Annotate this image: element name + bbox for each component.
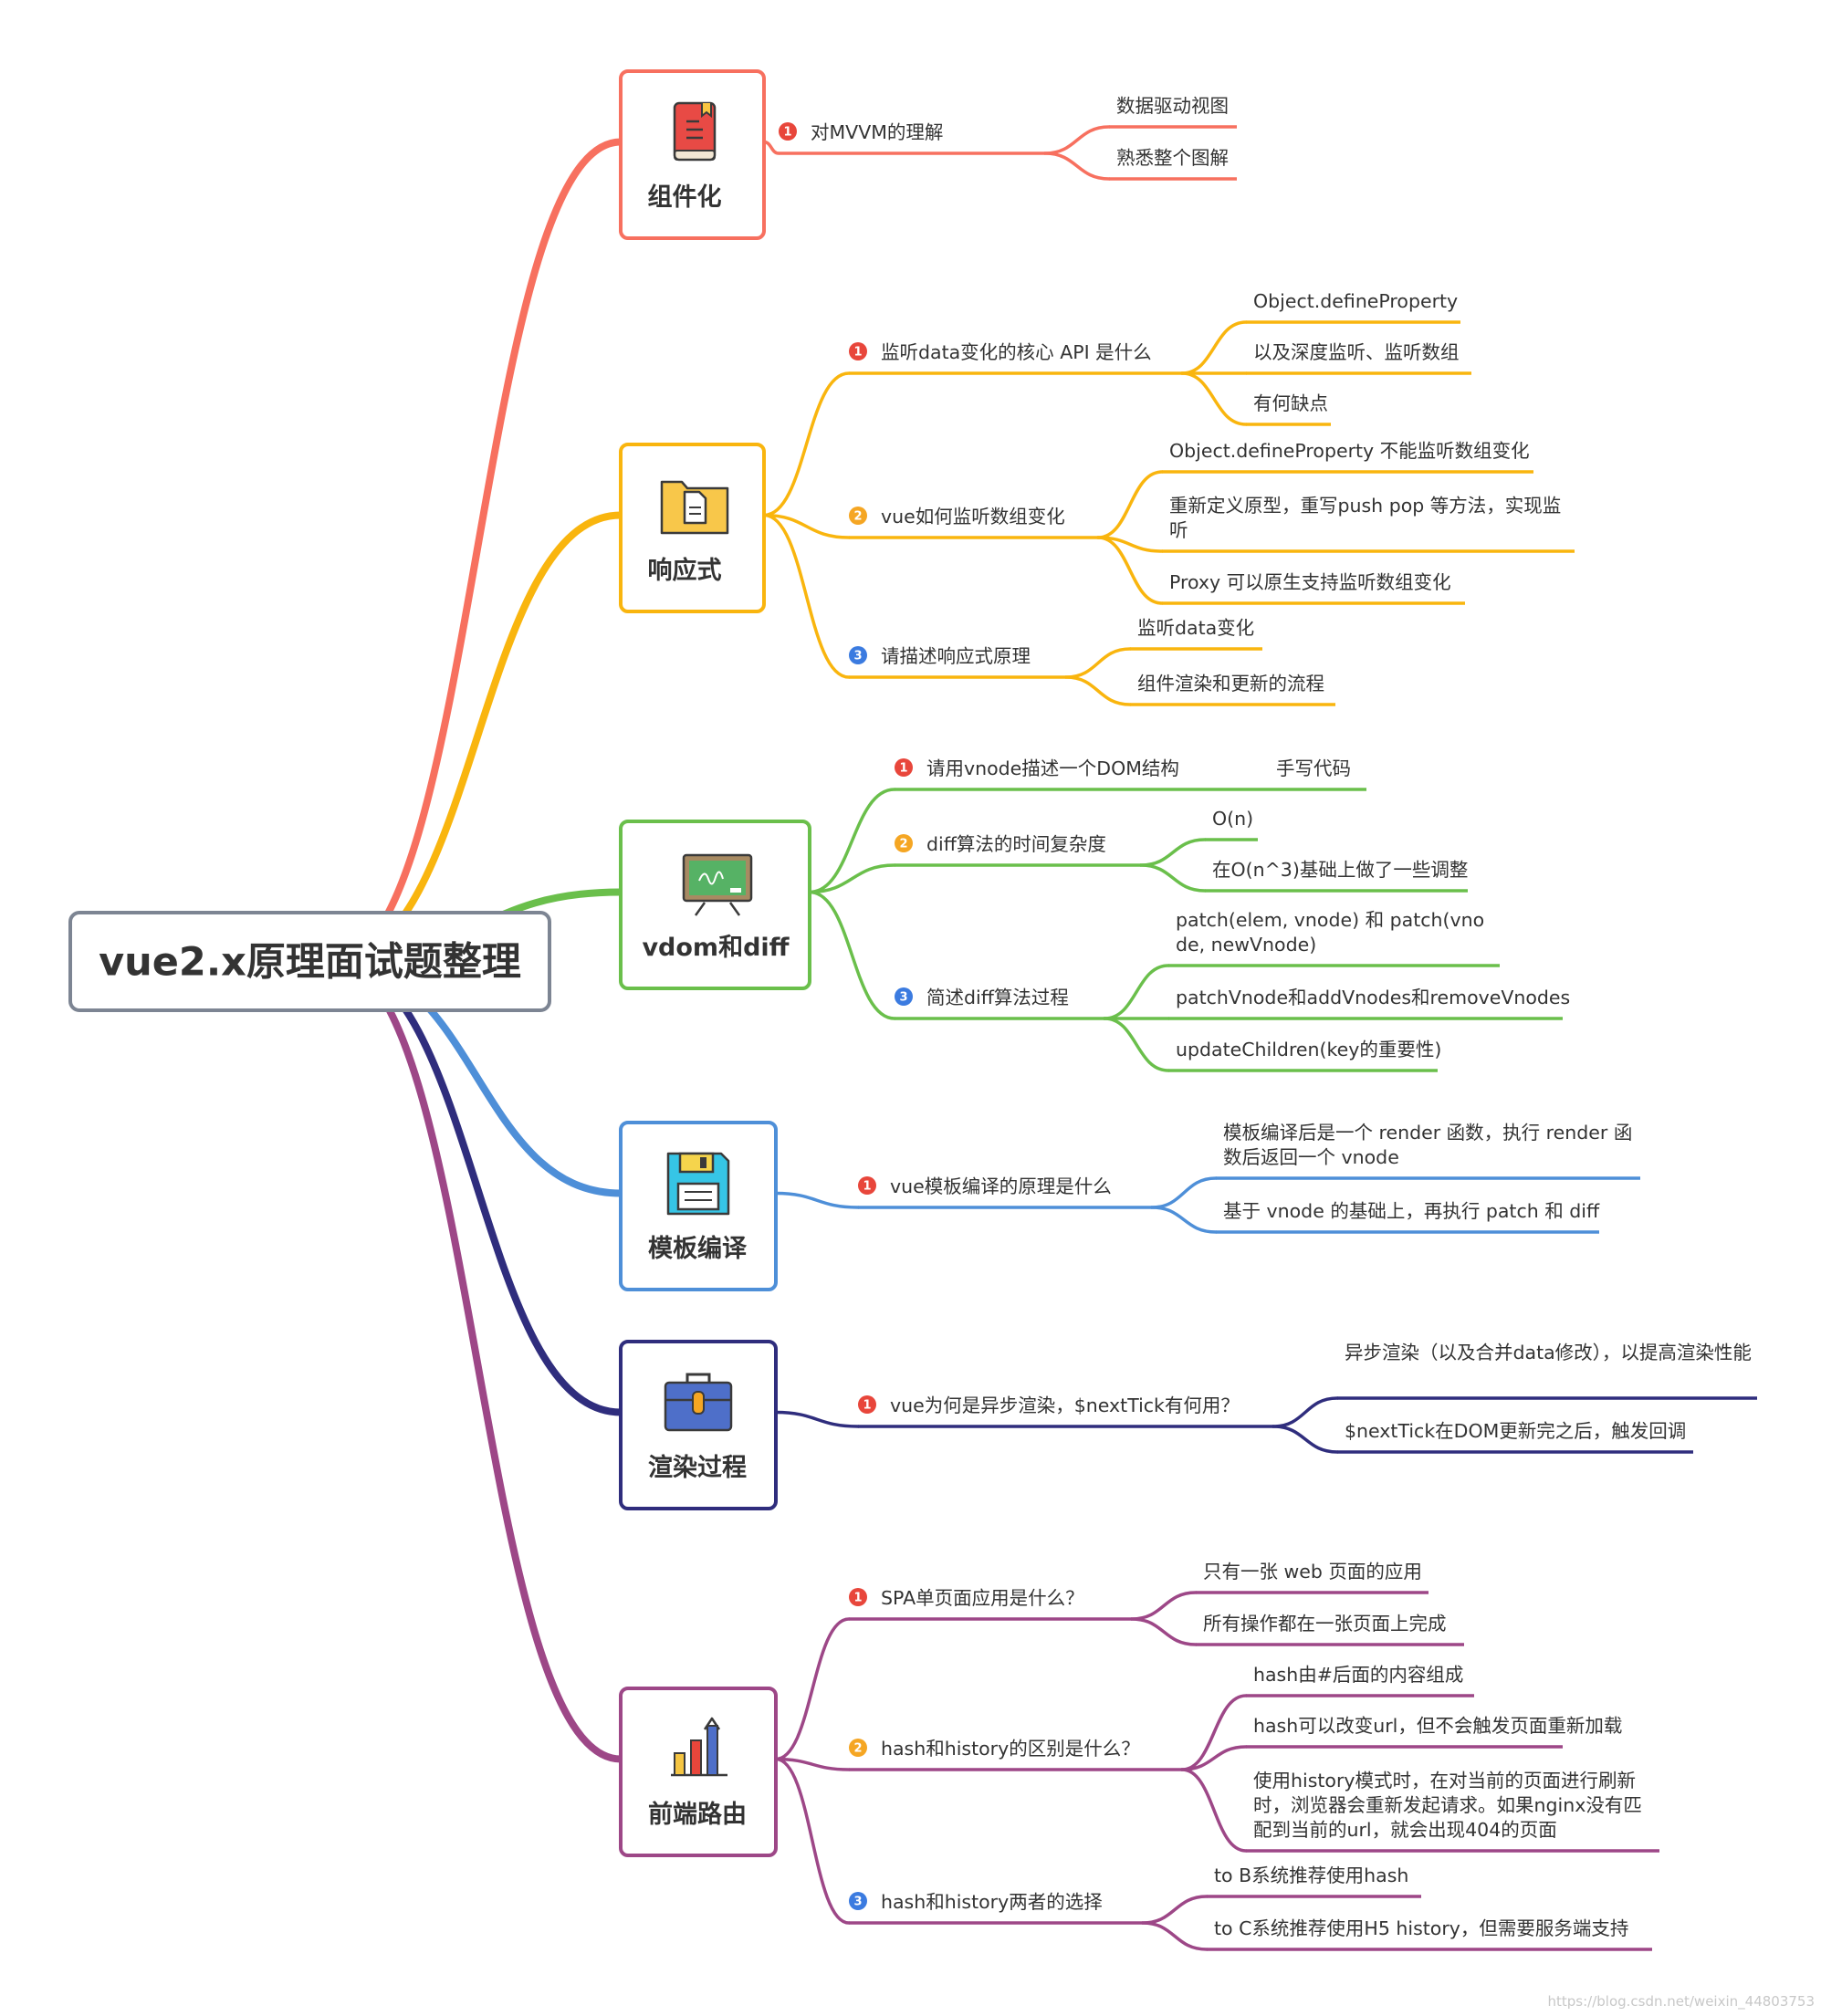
leaf-label[interactable]: $nextTick在DOM更新完之后，触发回调 [1345,1420,1686,1442]
topic-label[interactable]: hash和history的区别是什么？ [881,1738,1140,1760]
bar-chart-icon [671,1717,727,1777]
svg-text:3: 3 [899,991,907,1005]
leaf-label[interactable]: O(n) [1212,808,1253,830]
topic-label[interactable]: 对MVVM的理解 [811,121,943,143]
leaf-label[interactable]: hash可以改变url，但不会触发页面重新加载 [1253,1715,1622,1737]
topic-label[interactable]: vue为何是异步渲染，$nextTick有何用？ [890,1394,1240,1416]
topic-label[interactable]: hash和history两者的选择 [881,1891,1103,1913]
leaf-label[interactable]: hash由#后面的内容组成 [1253,1664,1463,1686]
folder-document-icon [660,480,729,535]
branch-title: 模板编译 [648,1234,748,1263]
svg-text:2: 2 [853,1742,862,1756]
branch-title: 组件化 [648,183,722,212]
leaf-label[interactable]: to C系统推荐使用H5 history，但需要服务端支持 [1214,1917,1628,1939]
leaf-label[interactable]: Proxy 可以原生支持监听数组变化 [1169,571,1451,593]
root-title: vue2.x原理面试题整理 [99,940,521,986]
topic-label[interactable]: SPA单页面应用是什么？ [881,1587,1084,1609]
floppy-disk-icon [666,1152,730,1216]
number-badge: 3 [849,646,867,664]
svg-text:1: 1 [899,762,907,776]
svg-text:1: 1 [863,1180,871,1194]
watermark: https://blog.csdn.net/weixin_44803753 [1547,1993,1815,2011]
topic-label[interactable]: vue模板编译的原理是什么 [890,1175,1112,1197]
leaf-label[interactable]: 以及深度监听、监听数组 [1253,341,1460,363]
svg-text:2: 2 [853,510,862,524]
number-badge: 1 [895,758,913,777]
branch-title: 响应式 [648,556,722,585]
leaf-label[interactable]: 监听data变化 [1137,617,1254,639]
svg-text:1: 1 [853,346,862,360]
book-icon [673,101,717,162]
branch-title: vdom和diff [642,934,790,962]
leaf-label[interactable]: to B系统推荐使用hash [1214,1865,1408,1886]
svg-text:3: 3 [853,650,862,663]
blackboard-icon [682,853,753,916]
leaf-label[interactable]: 使用history模式时，在对当前的页面进行刷新时，浏览器会重新发起请求。如果n… [1253,1770,1642,1841]
svg-text:3: 3 [853,1896,862,1909]
svg-text:1: 1 [863,1399,871,1413]
number-badge: 1 [858,1176,876,1195]
leaf-label[interactable]: updateChildren(key的重要性) [1176,1039,1441,1060]
leaf-label[interactable]: 基于 vnode 的基础上，再执行 patch 和 diff [1223,1200,1600,1222]
branch-node-3[interactable] [619,820,811,990]
number-badge: 2 [849,1739,867,1757]
leaf-label[interactable]: 只有一张 web 页面的应用 [1203,1561,1422,1583]
topic-label[interactable]: 监听data变化的核心 API 是什么 [881,341,1152,363]
svg-text:1: 1 [853,1592,862,1605]
leaf-label[interactable]: 组件渲染和更新的流程 [1137,673,1324,695]
number-badge: 1 [849,1588,867,1606]
topic-label[interactable]: 请用vnode描述一个DOM结构 [926,757,1179,779]
branch-title: 前端路由 [648,1800,747,1829]
leaf-label[interactable]: 模板编译后是一个 render 函数，执行 render 函数后返回一个 vno… [1223,1122,1632,1168]
leaf-label[interactable]: 有何缺点 [1253,392,1328,414]
topic-label[interactable]: vue如何监听数组变化 [881,506,1065,528]
leaf-label[interactable]: 手写代码 [1276,757,1351,779]
leaf-label[interactable]: 数据驱动视图 [1116,95,1229,117]
number-badge: 3 [895,987,913,1006]
branch-title: 渲染过程 [648,1454,747,1482]
leaf-label[interactable]: 异步渲染（以及合并data修改），以提高渲染性能 [1345,1342,1752,1363]
number-badge: 2 [849,507,867,525]
topic-label[interactable]: diff算法的时间复杂度 [926,833,1106,855]
leaf-label[interactable]: patchVnode和addVnodes和removeVnodes [1176,987,1570,1008]
leaf-label[interactable]: 在O(n^3)基础上做了一些调整 [1212,859,1468,881]
leaf-label[interactable]: Object.defineProperty 不能监听数组变化 [1169,440,1530,462]
topic-label[interactable]: 简述diff算法过程 [926,987,1069,1008]
leaf-label[interactable]: 熟悉整个图解 [1116,147,1229,169]
svg-text:1: 1 [783,126,791,140]
leaf-label[interactable]: 重新定义原型，重写push pop 等方法，实现监听 [1169,495,1561,541]
number-badge: 3 [849,1892,867,1910]
leaf-label[interactable]: Object.defineProperty [1253,290,1458,312]
number-badge: 2 [895,834,913,852]
number-badge: 1 [779,122,797,141]
number-badge: 1 [849,342,867,360]
number-badge: 1 [858,1395,876,1414]
briefcase-icon [664,1373,733,1432]
topic-label[interactable]: 请描述响应式原理 [881,645,1031,667]
root-node[interactable] [68,911,551,1012]
leaf-label[interactable]: 所有操作都在一张页面上完成 [1203,1613,1447,1635]
svg-text:2: 2 [899,838,907,851]
